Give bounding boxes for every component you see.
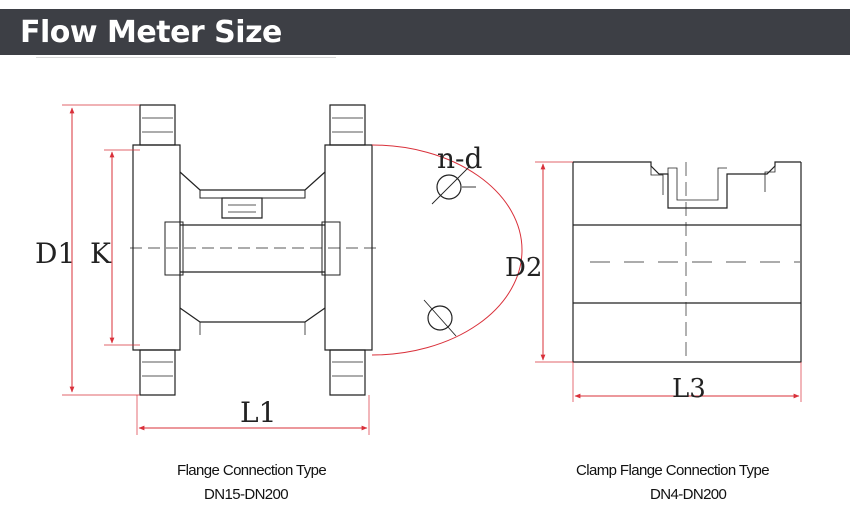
dimension-l3 — [572, 362, 802, 402]
label-l1: L1 — [240, 396, 276, 429]
title-banner: Flow Meter Size — [0, 9, 850, 55]
bolt-circle — [371, 144, 523, 356]
clamp-body — [572, 162, 802, 363]
dimension-k — [104, 149, 140, 346]
right-flange-body — [324, 144, 373, 351]
right-flange-bottom — [329, 349, 366, 396]
label-nd: n-d — [437, 142, 482, 175]
right-flange-top — [329, 104, 366, 146]
label-d1: D1 — [35, 237, 75, 270]
sensor-block — [221, 197, 263, 219]
label-k: K — [90, 237, 112, 270]
label-d2: D2 — [505, 253, 542, 283]
bolt-hole-top — [436, 174, 462, 200]
page-title: Flow Meter Size — [20, 15, 282, 50]
flange-caption-type: Flange Connection Type — [177, 462, 327, 479]
flange-meter-drawing — [130, 104, 380, 396]
left-flange-body — [132, 144, 181, 351]
clamp-meter-drawing — [572, 161, 802, 363]
left-flange-top — [139, 104, 176, 146]
dimension-d2 — [535, 161, 573, 363]
bolt-hole-bottom — [427, 305, 453, 331]
flange-caption-range: DN15-DN200 — [204, 486, 289, 503]
clamp-top-profile — [573, 161, 801, 209]
dimension-d1 — [62, 104, 140, 396]
label-l3: L3 — [672, 374, 706, 404]
dimension-l1 — [136, 395, 370, 435]
meter-lower-body — [179, 307, 326, 323]
meter-pipe — [180, 224, 325, 273]
left-flange-bottom — [139, 349, 176, 396]
title-underline — [36, 57, 336, 58]
clamp-caption-range: DN4-DN200 — [650, 486, 727, 503]
meter-upper-body — [179, 171, 326, 191]
clamp-caption-type: Clamp Flange Connection Type — [576, 462, 770, 479]
